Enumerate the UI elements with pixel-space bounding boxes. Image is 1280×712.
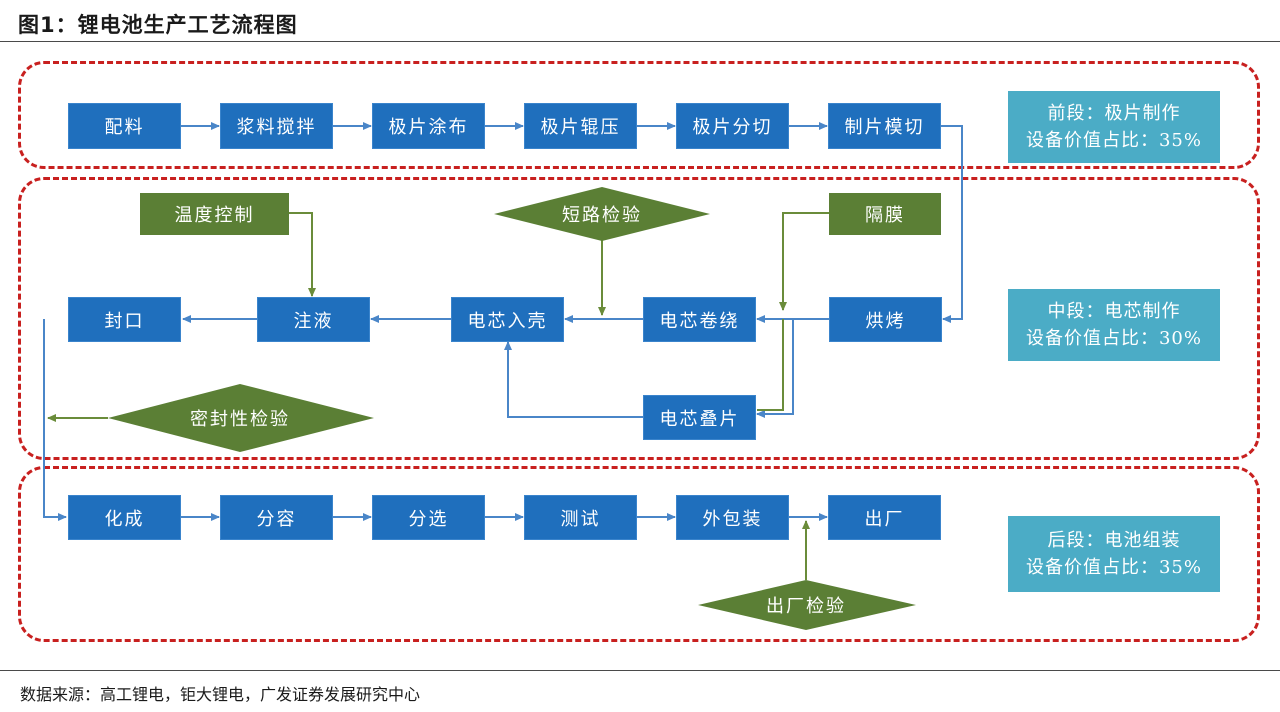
process-step-formation: 化成 xyxy=(68,495,181,540)
arrow-stacking-casing xyxy=(504,341,643,418)
front-stage-share: 设备价值占比：35% xyxy=(1025,130,1202,151)
factory-check-label: 出厂检验 xyxy=(766,596,846,617)
seal-check-diamond xyxy=(108,384,374,452)
factory-check-diamond xyxy=(698,580,916,630)
process-step-injection: 注液 xyxy=(257,297,370,342)
arrow-baking-stacking xyxy=(756,319,794,418)
back-stage-info: 后段：电池组装 设备价值占比：35% xyxy=(1008,516,1220,592)
middle-stage-label: 中段：电芯制作 xyxy=(1047,301,1181,322)
back-stage-label: 后段：电池组装 xyxy=(1047,530,1181,551)
front-stage-info: 前段：极片制作 设备价值占比：35% xyxy=(1008,91,1220,163)
short-check-diamond xyxy=(494,187,710,241)
process-step-baking: 烘烤 xyxy=(829,297,942,342)
figure-title: 图1：锂电池生产工艺流程图 xyxy=(18,13,298,37)
process-step-casing: 电芯入壳 xyxy=(451,297,564,342)
process-step-sorting: 分选 xyxy=(372,495,485,540)
arrow-cut-to-baking xyxy=(941,125,963,323)
arrow-separator-winding xyxy=(779,212,829,311)
back-stage-frame xyxy=(18,466,1260,642)
process-step-slurry-mixing: 浆料搅拌 xyxy=(220,103,333,149)
process-step-rolling: 极片辊压 xyxy=(524,103,637,149)
data-source-note: 数据来源：高工锂电，钜大锂电，广发证券发展研究中心 xyxy=(20,685,421,704)
process-step-sealing: 封口 xyxy=(68,297,181,342)
process-step-stacking: 电芯叠片 xyxy=(643,395,756,440)
temperature-control-box: 温度控制 xyxy=(140,193,289,235)
process-step-coating: 极片涂布 xyxy=(372,103,485,149)
front-stage-frame xyxy=(18,61,1260,169)
seal-check-label: 密封性检验 xyxy=(190,409,290,430)
arrow-sealing-formation xyxy=(43,319,67,521)
short-check-label: 短路检验 xyxy=(562,205,642,226)
front-stage-label: 前段：极片制作 xyxy=(1047,103,1181,124)
process-step-die-cutting: 制片模切 xyxy=(828,103,941,149)
bottom-divider xyxy=(0,670,1280,671)
arrow-separator-stacking xyxy=(757,319,784,411)
back-stage-share: 设备价值占比：35% xyxy=(1025,557,1202,578)
separator-box: 隔膜 xyxy=(829,193,941,235)
process-step-testing: 测试 xyxy=(524,495,637,540)
process-step-capacity-grading: 分容 xyxy=(220,495,333,540)
top-divider xyxy=(0,41,1280,42)
process-step-shipping: 出厂 xyxy=(828,495,941,540)
process-step-batching: 配料 xyxy=(68,103,181,149)
arrow-temp-injection xyxy=(289,212,316,297)
middle-stage-info: 中段：电芯制作 设备价值占比：30% xyxy=(1008,289,1220,361)
middle-stage-frame xyxy=(18,177,1260,460)
process-step-packaging: 外包装 xyxy=(676,495,789,540)
process-step-slitting: 极片分切 xyxy=(676,103,789,149)
process-step-winding: 电芯卷绕 xyxy=(643,297,756,342)
middle-stage-share: 设备价值占比：30% xyxy=(1025,328,1202,349)
